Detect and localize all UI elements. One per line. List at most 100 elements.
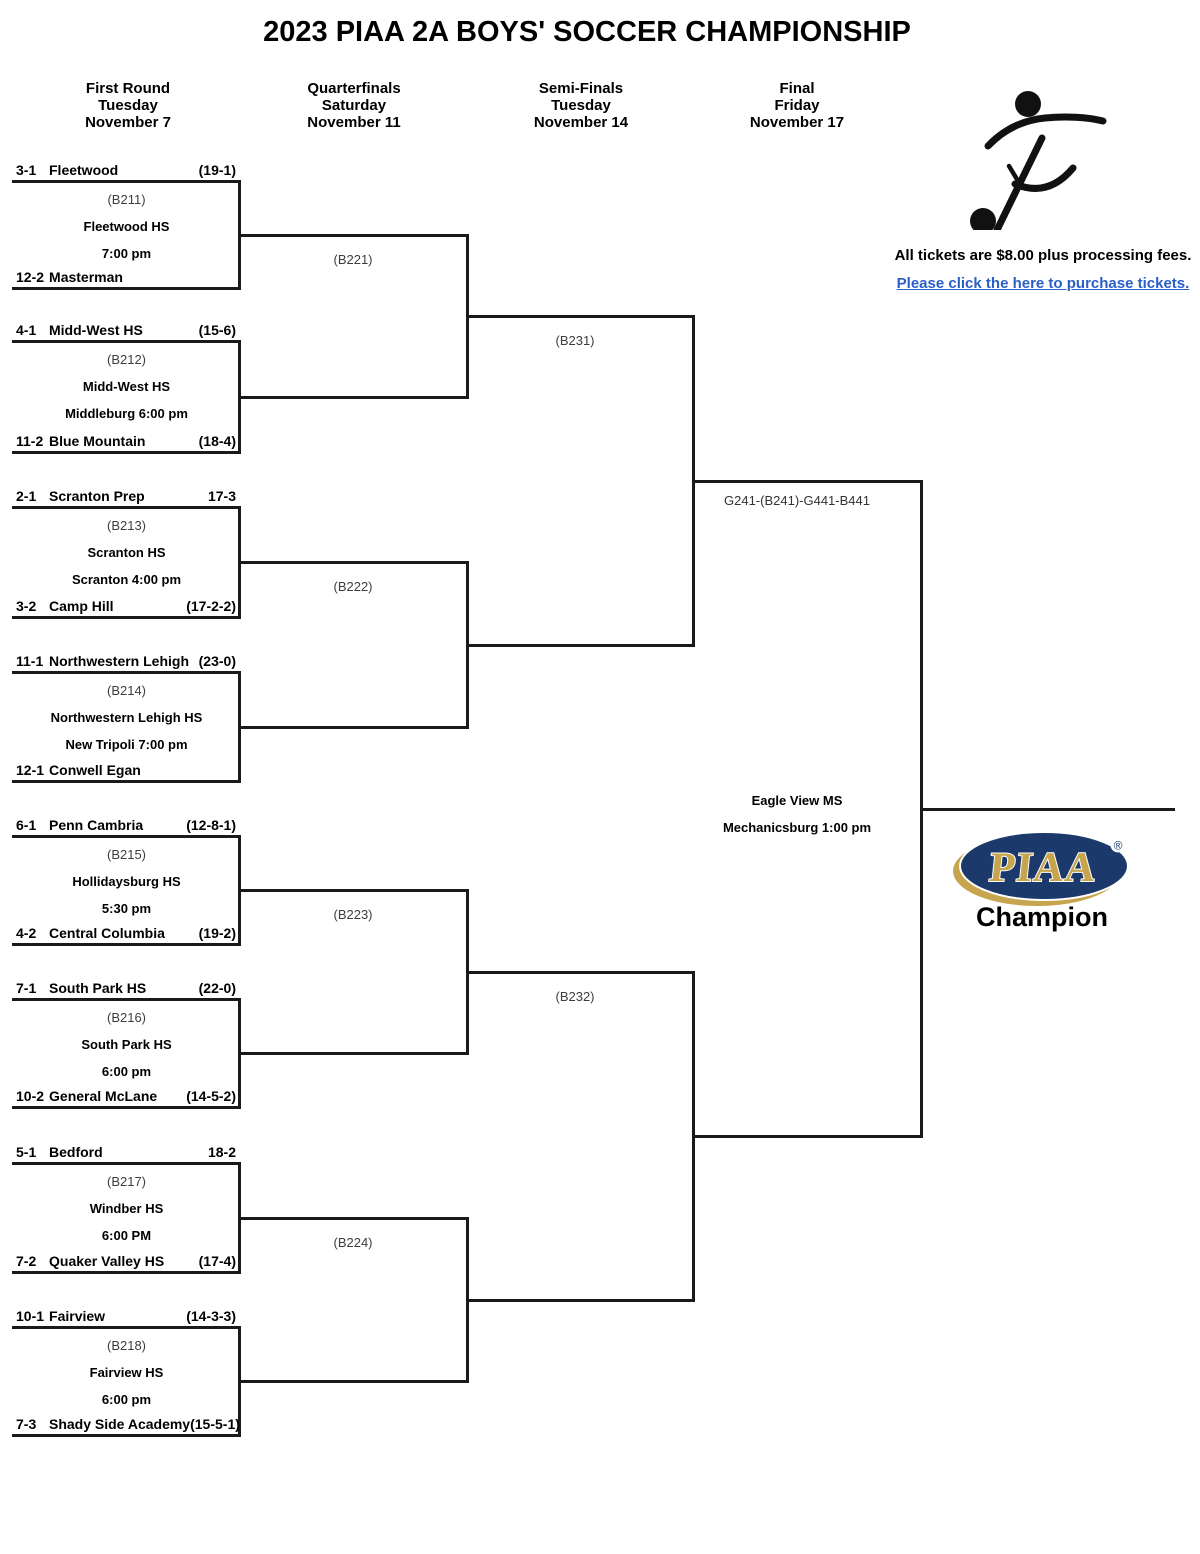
bracket-line [12,287,241,290]
bracket-line [238,889,469,892]
bracket-line [238,1217,469,1220]
team-name: Penn Cambria [49,817,144,833]
round-date: November 11 [307,114,401,131]
team-record: (19-2) [198,925,236,941]
bracket-line [466,315,695,318]
seed-label: 11-1 [16,653,44,669]
bracket-line [12,943,241,946]
bracket-line [238,726,469,729]
round-header-first-round: First Round Tuesday November 7 [16,80,240,131]
matchup-top-team: 5-1 Bedford 18-2 [16,1138,236,1160]
bracket-line [12,451,241,454]
team-name: Fleetwood [49,162,119,178]
venue-label: Hollidaysburg HS [72,874,181,889]
game-code: (B218) [106,1338,147,1353]
game-code: (B222) [333,579,373,594]
bracket-line [12,1434,241,1437]
seed-label: 12-2 [16,269,45,285]
bracket-line [238,396,469,399]
bracket-line [12,616,241,619]
matchup-bottom-team: 10-2 General McLane (14-5-2) [16,1082,236,1104]
time-label: 6:00 pm [101,1392,152,1407]
matchup-bottom-team: 4-2 Central Columbia (19-2) [16,919,236,941]
matchup-bottom-team: 7-3 Shady Side Academy (15-5-1) [16,1410,240,1432]
venue-label: South Park HS [81,1037,172,1052]
team-name: Northwestern Lehigh [49,653,190,669]
bracket-line [12,506,241,509]
round-date: November 17 [749,114,845,131]
round-date: November 14 [533,114,629,131]
bracket-line [12,671,241,674]
matchup-bottom-team: 11-2 Blue Mountain (18-4) [16,427,236,449]
champion-label: Champion [976,902,1108,932]
game-code: (B224) [333,1235,373,1250]
seed-label: 5-1 [16,1144,37,1160]
seed-label: 2-1 [16,488,37,504]
time-label: Middleburg 6:00 pm [65,406,188,421]
team-name: General McLane [49,1088,158,1104]
seed-label: 6-1 [16,817,37,833]
team-name: Bedford [49,1144,103,1160]
game-code: (B214) [106,683,147,698]
bracket-line [238,1380,469,1383]
round-header-final: Final Friday November 17 [683,80,911,131]
team-record: (14-5-2) [186,1088,236,1104]
venue-label: Fleetwood HS [83,219,170,234]
round-header-quarterfinals: Quarterfinals Saturday November 11 [240,80,468,131]
game-code: (B216) [106,1010,147,1025]
matchup-top-team: 2-1 Scranton Prep 17-3 [16,482,236,504]
game-code: (B213) [106,518,147,533]
time-label: 5:30 pm [101,901,152,916]
team-name: Shady Side Academy [49,1416,191,1432]
final-location-time: Mechanicsburg 1:00 pm [722,820,872,835]
round-label: Quarterfinals [307,80,401,97]
team-name: Camp Hill [49,598,114,614]
team-record: (17-4) [198,1253,236,1269]
time-label: 6:00 PM [101,1228,152,1243]
bracket-line [238,561,469,564]
final-venue-label: Eagle View MS [751,793,843,808]
bracket-line [238,1052,469,1055]
bracket-line [12,1326,241,1329]
game-code: (B212) [106,352,147,367]
matchup-bottom-team: 3-2 Camp Hill (17-2-2) [16,592,236,614]
bracket-line [466,971,695,974]
team-record: 17-3 [207,488,236,504]
matchup-top-team: 3-1 Fleetwood (19-1) [16,156,236,178]
matchup-bottom-team: 12-1 Conwell Egan [16,756,236,778]
seed-label: 3-1 [16,162,37,178]
bracket-line [12,780,241,783]
team-record: (18-4) [198,433,236,449]
page-title: 2023 PIAA 2A BOYS' SOCCER CHAMPIONSHIP [263,16,911,48]
seed-label: 12-1 [16,762,45,778]
round-label: First Round [85,80,171,97]
team-name: Blue Mountain [49,433,146,449]
venue-label: Northwestern Lehigh HS [50,710,203,725]
round-day: Saturday [321,97,387,114]
round-day: Friday [774,97,820,114]
team-record: (14-3-3) [186,1308,236,1324]
team-name: Scranton Prep [49,488,145,504]
bracket-line [12,1271,241,1274]
bracket-line [12,1162,241,1165]
matchup-top-team: 11-1 Northwestern Lehigh (23-0) [16,647,236,669]
bracket-line [920,808,1175,811]
seed-label: 4-2 [16,925,37,941]
round-date: November 7 [85,114,171,131]
final-game-code: G241-(B241)-G441-B441 [724,493,870,508]
round-day: Tuesday [98,97,158,114]
round-day: Tuesday [551,97,611,114]
team-name: Central Columbia [49,925,165,941]
matchup-top-team: 10-1 Fairview (14-3-3) [16,1302,236,1324]
game-code: (B215) [106,847,147,862]
matchup-bottom-team: 7-2 Quaker Valley HS (17-4) [16,1247,236,1269]
bracket-line [12,340,241,343]
purchase-tickets-link[interactable]: Please click the here to purchase ticket… [896,275,1190,292]
team-record: (22-0) [198,980,236,996]
seed-label: 11-2 [16,433,44,449]
bracket-line [466,644,695,647]
round-label: Semi-Finals [538,80,624,97]
soccer-player-icon [970,91,1107,230]
bracket-line [692,1135,923,1138]
